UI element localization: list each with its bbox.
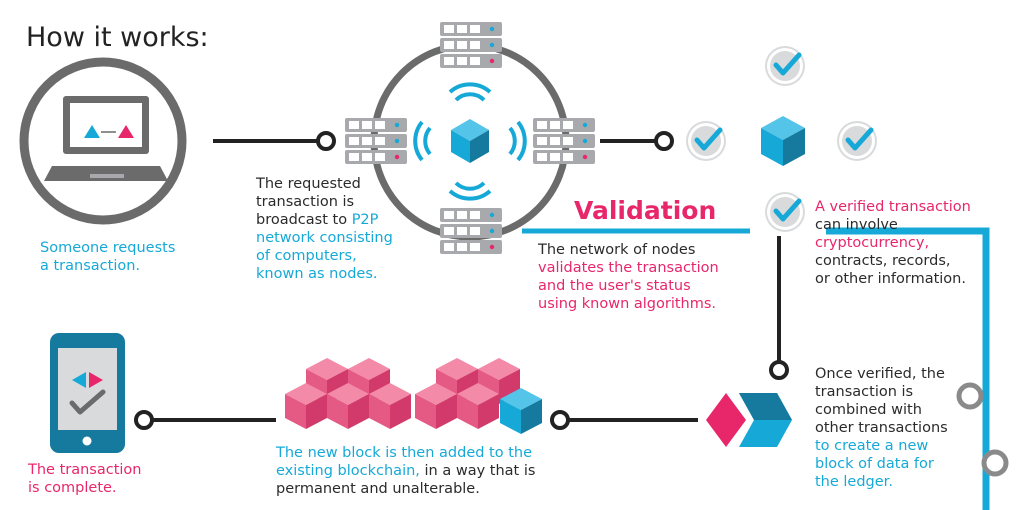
verified-caption-line: can involve xyxy=(815,217,898,233)
connector-node xyxy=(654,131,674,151)
combine-caption-line: block of data for xyxy=(815,456,934,472)
broadcast-caption-line: transaction is xyxy=(256,194,355,210)
validation-caption-line: and the user's status xyxy=(538,278,691,294)
complete-caption-line: is complete. xyxy=(28,480,117,496)
verified-caption-line: or other information. xyxy=(815,271,966,287)
verified-caption-line: A verified transaction xyxy=(815,199,971,215)
validation-heading: Validation xyxy=(574,196,717,225)
combine-caption-line: to create a new xyxy=(815,438,929,454)
combine-caption-line: combined with xyxy=(815,402,922,418)
complete-caption-line: The transaction xyxy=(28,462,142,478)
wifi-signal-icon xyxy=(413,82,527,201)
combine-caption-line: Once verified, the xyxy=(815,366,945,382)
page-title: How it works: xyxy=(26,22,209,53)
validation-caption-line: using known algorithms. xyxy=(538,296,717,312)
server-icon xyxy=(440,22,502,68)
check-icon xyxy=(837,121,877,161)
added-caption-line: permanent and unalterable. xyxy=(276,481,480,497)
blockchain-icon xyxy=(285,358,542,434)
block-cube-icon xyxy=(451,119,489,163)
added-caption-line: The new block is then added to the xyxy=(276,445,533,461)
laptop-icon xyxy=(19,57,187,225)
connector-node xyxy=(316,131,336,151)
block-cube-icon xyxy=(761,116,805,166)
combine-caption-line: transaction is xyxy=(815,384,914,400)
check-icon xyxy=(765,192,805,232)
request-caption-line: Someone requests xyxy=(40,240,176,256)
check-icon xyxy=(686,121,726,161)
new-block-cube-icon xyxy=(500,388,542,434)
bracket-node xyxy=(981,449,1009,477)
connector-node xyxy=(769,360,789,380)
broadcast-caption-line: of computers, xyxy=(256,248,357,264)
verified-caption-line: contracts, records, xyxy=(815,253,951,269)
connector-node xyxy=(134,410,154,430)
verified-bracket xyxy=(826,227,990,510)
check-icon xyxy=(765,46,805,86)
server-icon xyxy=(440,208,502,254)
server-icon xyxy=(345,118,407,164)
combine-caption-line: the ledger. xyxy=(815,474,893,490)
added-caption-line: existing blockchain, in a way that is xyxy=(276,463,536,479)
validation-caption-line: validates the transaction xyxy=(538,260,719,276)
combine-caption-line: other transactions xyxy=(815,420,948,436)
broadcast-caption-line: known as nodes. xyxy=(256,266,378,282)
phone-icon xyxy=(50,333,125,453)
combine-icon xyxy=(706,393,792,447)
connector-node xyxy=(550,410,570,430)
broadcast-caption-line: broadcast to P2P xyxy=(256,212,379,228)
broadcast-caption-line: network consisting xyxy=(256,230,393,246)
server-icon xyxy=(533,118,595,164)
request-caption-line: a transaction. xyxy=(40,258,141,274)
validation-caption-line: The network of nodes xyxy=(538,242,696,258)
broadcast-caption-line: The requested xyxy=(256,176,361,192)
p2p-network-icon xyxy=(345,22,595,254)
bracket-node xyxy=(956,382,984,410)
verified-caption-line: cryptocurrency, xyxy=(815,235,930,251)
